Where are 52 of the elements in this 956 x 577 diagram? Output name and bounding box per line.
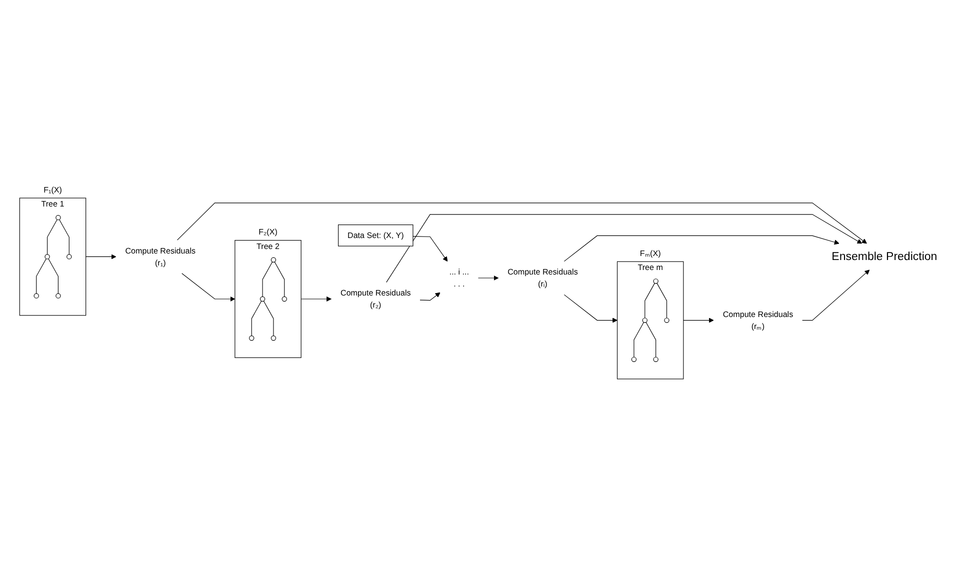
connector — [251, 300, 262, 336]
cluster: Tree m — [616, 261, 684, 380]
connector — [262, 262, 273, 297]
arrow — [86, 254, 116, 260]
connector — [274, 262, 285, 297]
connector — [36, 258, 46, 294]
arrow — [420, 292, 440, 301]
arrow — [683, 318, 714, 323]
arrow — [802, 270, 870, 321]
node-text: Compute Residuals (rₘ) — [722, 309, 794, 331]
node-circle — [249, 336, 254, 341]
connector — [59, 219, 70, 255]
node-text: Compute Residuals (r₁) — [125, 246, 196, 268]
node-label: F₂(X) — [258, 227, 278, 236]
node-circle — [270, 336, 276, 341]
node-circle — [270, 257, 276, 262]
node-text: Ensemble Prediction — [832, 250, 938, 264]
arrow — [478, 275, 499, 281]
node-circle — [664, 318, 670, 323]
node-circle — [56, 293, 61, 298]
node-circle — [631, 356, 637, 362]
arrow — [176, 202, 867, 244]
node-circle — [642, 318, 648, 323]
arrow — [300, 296, 332, 302]
cluster: Tree 2 — [234, 240, 302, 358]
arrow — [412, 236, 448, 262]
arrow — [564, 294, 618, 323]
node-circle — [66, 254, 72, 260]
arrow — [386, 214, 862, 283]
node-circle — [56, 215, 61, 220]
node-label: F₁(X) — [44, 184, 62, 194]
node-circle — [34, 293, 39, 298]
node-circle — [653, 356, 658, 362]
node-box: Data Set: (X, Y) — [338, 224, 414, 246]
node-label: Fₘ(X) — [640, 248, 661, 258]
connector — [646, 322, 656, 358]
arrow — [182, 273, 236, 302]
node-circle — [653, 278, 658, 284]
connector — [47, 219, 58, 255]
cluster: Tree 1 — [19, 198, 86, 316]
connector — [634, 322, 644, 358]
node-circle — [44, 254, 50, 260]
connector — [263, 300, 274, 336]
node-text: Compute Residuals (r₂) — [340, 288, 411, 310]
node-text: Compute Residuals (rᵢ) — [508, 267, 578, 288]
connector — [644, 282, 655, 318]
connector — [656, 282, 668, 318]
arrow — [564, 235, 840, 262]
connector — [48, 258, 58, 294]
node-text: ... i ... . . . — [449, 267, 470, 288]
node-circle — [260, 296, 266, 302]
node-circle — [282, 296, 287, 302]
